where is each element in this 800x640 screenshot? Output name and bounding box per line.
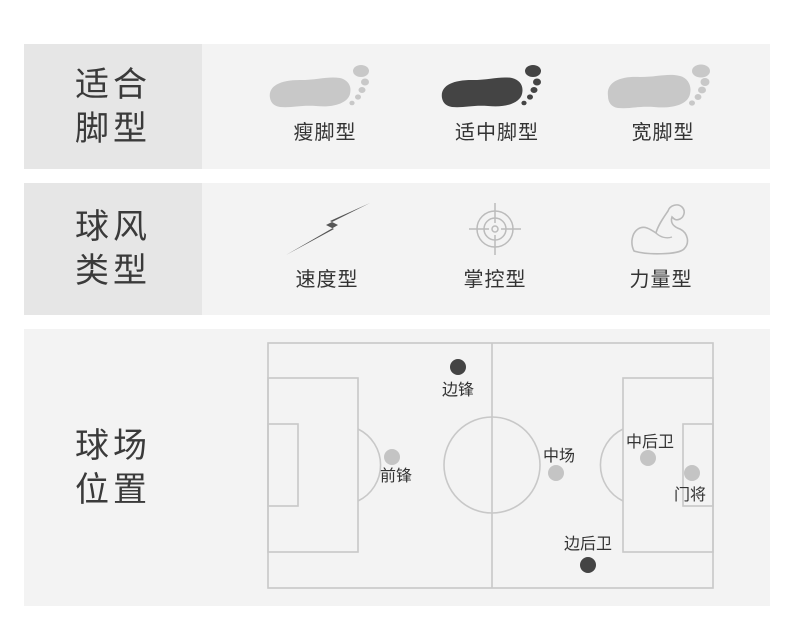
play-style-label: 球风 类型: [75, 207, 151, 291]
foot-type-slim: 瘦脚型: [250, 64, 400, 145]
full-back-marker: [580, 557, 596, 573]
field-position-label-box: 球场 位置: [24, 329, 202, 606]
position-winger: 边锋: [442, 359, 474, 399]
center-back-label: 中后卫: [626, 432, 674, 451]
position-center-back: 中后卫: [626, 432, 674, 466]
winger-marker: [450, 359, 466, 375]
soccer-field-diagram: 边锋 前锋 中场 中后卫 门将 边后卫: [267, 342, 714, 589]
play-style-speed: 速度型: [252, 199, 402, 292]
position-full-back: 边后卫: [564, 534, 612, 573]
position-striker: 前锋: [380, 449, 412, 485]
foot-type-medium: 适中脚型: [422, 64, 572, 145]
play-style-power-label: 力量型: [629, 267, 693, 291]
play-style-label-box: 球风 类型: [24, 183, 202, 315]
flexed-arm-icon: [631, 204, 689, 255]
field-position-row: 球场 位置 边锋 前锋: [24, 329, 770, 606]
play-style-row: 球风 类型 速度型 掌控型 力量型: [24, 183, 770, 315]
striker-label: 前锋: [380, 466, 412, 485]
field-position-label: 球场 位置: [75, 425, 151, 510]
play-style-speed-label: 速度型: [295, 267, 359, 291]
play-style-options: 速度型 掌控型 力量型: [202, 183, 770, 315]
winger-label: 边锋: [442, 380, 474, 399]
foot-type-row: 适合 脚型 瘦脚型 适中脚型: [24, 44, 770, 169]
foot-type-wide: 宽脚型: [588, 64, 738, 145]
foot-type-options: 瘦脚型 适中脚型 宽脚型: [202, 44, 770, 169]
full-back-label: 边后卫: [564, 534, 612, 553]
medium-foot-icon: [441, 65, 541, 108]
foot-type-wide-label: 宽脚型: [631, 120, 695, 144]
crosshair-icon: [469, 203, 521, 255]
play-style-power: 力量型: [586, 199, 736, 292]
foot-type-label: 适合 脚型: [75, 64, 151, 149]
field-position-content: 边锋 前锋 中场 中后卫 门将 边后卫: [202, 329, 770, 606]
play-style-control: 掌控型: [420, 199, 570, 292]
goalkeeper-label: 门将: [674, 485, 706, 504]
midfielder-marker: [548, 465, 564, 481]
field-lines: [267, 342, 714, 589]
wide-foot-icon: [607, 64, 710, 109]
position-goalkeeper: 门将: [674, 465, 706, 504]
foot-type-slim-label: 瘦脚型: [293, 120, 357, 144]
center-back-marker: [640, 450, 656, 466]
slim-foot-icon: [269, 65, 369, 108]
position-midfielder: 中场: [543, 446, 575, 481]
striker-marker: [384, 449, 400, 465]
midfielder-label: 中场: [543, 446, 575, 465]
foot-type-label-box: 适合 脚型: [24, 44, 202, 169]
foot-type-medium-label: 适中脚型: [455, 120, 539, 144]
play-style-control-label: 掌控型: [463, 267, 527, 291]
lightning-icon: [286, 203, 370, 255]
goalkeeper-marker: [684, 465, 700, 481]
